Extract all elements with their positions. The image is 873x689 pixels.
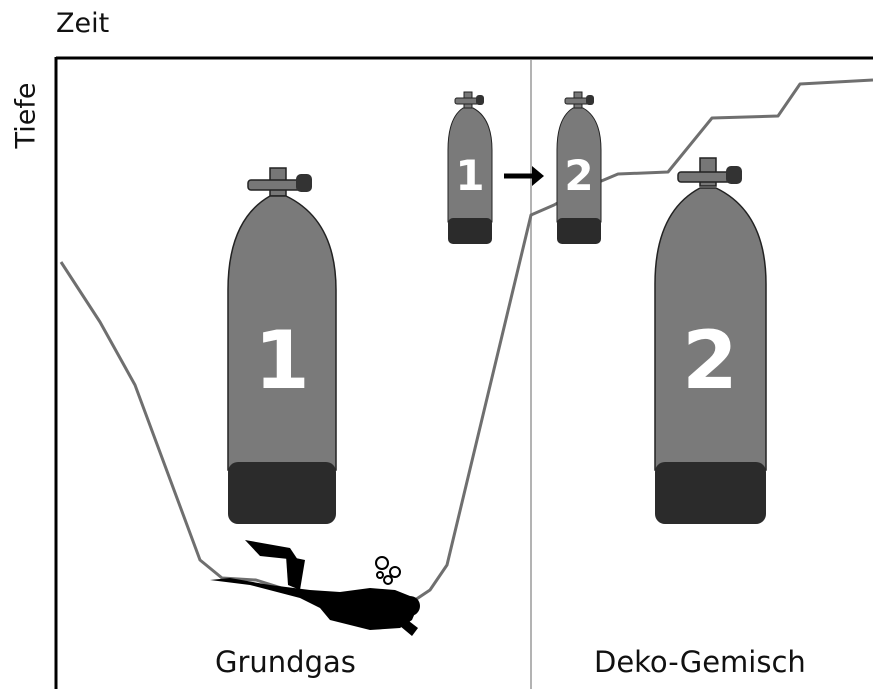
bubbles-icon — [375, 556, 401, 585]
tank-1-large: 1 — [227, 167, 337, 524]
phase-label-deko: Deko-Gemisch — [594, 645, 806, 679]
tank-1-small-number: 1 — [455, 151, 484, 200]
phase-label-grundgas: Grundgas — [215, 645, 356, 679]
dive-profile-line — [59, 78, 873, 612]
arrow-right-icon — [504, 166, 544, 186]
x-axis-label: Zeit — [56, 8, 110, 39]
tank-2-large: 2 — [654, 157, 767, 524]
tank-2-number: 2 — [682, 314, 738, 407]
tank-2-small: 2 — [556, 91, 602, 244]
tank-1-small: 1 — [447, 91, 493, 244]
diver-icon — [210, 540, 420, 636]
tank-2-small-number: 2 — [564, 151, 593, 200]
tank-1-number: 1 — [254, 314, 310, 407]
